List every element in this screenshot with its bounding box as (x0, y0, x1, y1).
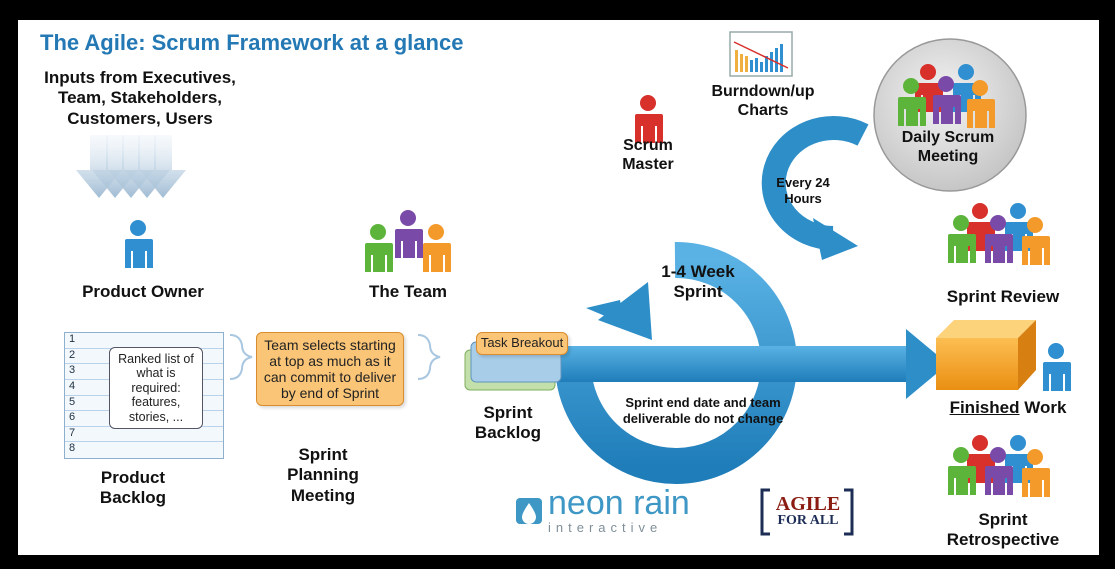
scrum-master-label: Scrum Master (622, 137, 674, 174)
ranked-list-note: Ranked list of what is required: feature… (109, 347, 203, 429)
planning-label: Sprint Planning Meeting (287, 445, 359, 505)
finished-rest: Work (1019, 398, 1067, 417)
task-breakout-note: Task Breakout (476, 332, 568, 355)
backlog-row-number: 6 (69, 411, 76, 424)
burndown-chart-icon (729, 31, 793, 77)
backlog-row-number: 8 (69, 442, 76, 455)
sprint-loop-arrow (555, 241, 797, 484)
product-backlog-label: Product Backlog (99, 468, 167, 508)
daily-scrum-label: Daily Scrum Meeting (901, 129, 995, 166)
neon-rain-logo-mark (516, 498, 542, 524)
sprint-end-note: Sprint end date and team deliverable do … (622, 395, 784, 426)
inputs-arrows (76, 135, 186, 198)
daily-cycle-arrow (761, 116, 869, 260)
the-team-label: The Team (368, 282, 448, 301)
sprint-retro-label: Sprint Retrospective (946, 510, 1060, 550)
neon-rain-sub: interactive (548, 520, 663, 535)
inputs-label: Inputs from Executives, Team, Stakeholde… (44, 68, 236, 128)
product-backlog-list: 1 2 3 4 5 6 7 8 Ranked list of what is r… (64, 332, 224, 459)
neon-rain-main: neon rain (548, 484, 690, 522)
every-24-hours-label: Every 24 Hours (776, 175, 830, 206)
planning-note: Team selects starting at top as much as … (256, 332, 404, 407)
backlog-row-number: 7 (69, 426, 76, 439)
sprint-retro-icon (948, 435, 1050, 497)
backlog-row-number: 1 (69, 333, 76, 345)
product-owner-icon (125, 220, 153, 268)
the-team-icon (365, 210, 451, 272)
agile-line1: AGILE (775, 493, 841, 515)
sprint-review-label: Sprint Review (946, 287, 1060, 306)
sprint-review-icon (948, 203, 1050, 265)
backlog-row-number: 4 (69, 379, 76, 392)
burndown-label: Burndown/up Charts (711, 83, 815, 120)
agile-for-all-logo-mark (760, 488, 854, 536)
backlog-row-number: 2 (69, 348, 76, 361)
agile-for-all-logo: AGILE FOR ALL (766, 494, 850, 528)
scrum-framework-diagram: The Agile: Scrum Framework at a glance I… (18, 20, 1099, 555)
sprint-to-finished-arrow (558, 329, 948, 399)
diagram-graphics (76, 31, 1071, 536)
finished-work-box (936, 320, 1071, 391)
sprint-backlog-label: Sprint Backlog (474, 403, 542, 443)
backlog-row-number: 5 (69, 395, 76, 408)
finished-word: Finished (949, 398, 1020, 417)
neon-rain-logo-text: neon rain interactive (548, 486, 748, 535)
page-title: The Agile: Scrum Framework at a glance (40, 30, 464, 55)
agile-line2: FOR ALL (777, 513, 839, 528)
daily-scrum-circle (873, 38, 1027, 192)
finished-work-label: Finished Work (923, 398, 1093, 418)
sprint-cycle-label: 1-4 Week Sprint (661, 262, 735, 302)
product-owner-label: Product Owner (82, 282, 204, 301)
backlog-row-number: 3 (69, 364, 76, 377)
